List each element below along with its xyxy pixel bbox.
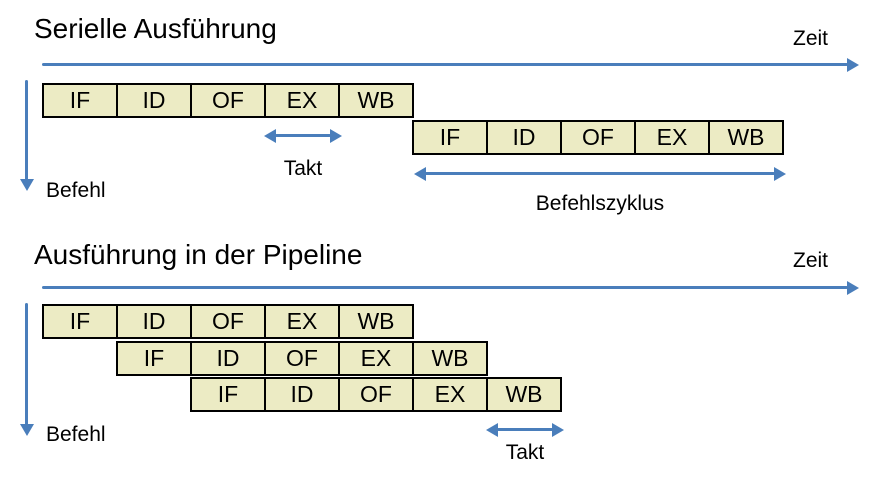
serial-row2-cell-if: IF [412,120,488,155]
pipeline-row1-cell-wb: WB [338,304,414,339]
pipeline-row2-cell-ex: EX [338,341,414,376]
serial-row2-cell-of: OF [560,120,636,155]
pipeline-title: Ausführung in der Pipeline [34,239,363,270]
pipeline-row3-cell-id: ID [264,377,340,412]
serial-instruction1-row: IF ID OF EX WB [42,83,414,118]
pipeline-takt-label: Takt [505,441,545,464]
befehlszyklus-label: Befehlszyklus [535,192,665,215]
serial-takt-arrow [264,128,342,143]
pipeline-time-axis-arrow [42,280,859,295]
serial-row1-cell-of: OF [190,83,266,118]
serial-row1-cell-if: IF [42,83,118,118]
serial-row2-cell-wb: WB [708,120,784,155]
pipeline-row2-cell-if: IF [116,341,192,376]
pipeline-zeit-label: Zeit [793,249,829,272]
pipeline-instruction-axis-arrow [19,303,34,436]
serial-row1-cell-wb: WB [338,83,414,118]
pipeline-instruction1-row: IF ID OF EX WB [42,304,414,339]
arrowhead-right-icon [774,166,786,181]
serial-befehl-label: Befehl [46,179,106,202]
arrowhead-right-icon [552,422,564,437]
pipeline-row1-cell-ex: EX [264,304,340,339]
serial-instruction-axis-arrow [19,80,34,191]
pipeline-instruction3-row: IF ID OF EX WB [190,377,562,412]
pipeline-takt-arrow [486,422,564,437]
pipeline-befehl-label: Befehl [46,423,106,446]
arrowhead-right-icon [847,57,859,72]
pipeline-row2-cell-wb: WB [412,341,488,376]
serial-time-axis-arrow [42,57,859,72]
serial-zeit-label: Zeit [793,27,829,50]
serial-row2-cell-ex: EX [634,120,710,155]
arrowhead-left-icon [414,166,426,181]
pipeline-row3-cell-of: OF [338,377,414,412]
serial-title: Serielle Ausführung [34,13,277,44]
arrowhead-down-icon [19,179,34,191]
pipeline-row1-cell-if: IF [42,304,118,339]
befehlszyklus-arrow [414,166,786,181]
arrowhead-right-icon [330,128,342,143]
arrowhead-left-icon [486,422,498,437]
serial-instruction2-row: IF ID OF EX WB [412,120,784,155]
arrowhead-right-icon [847,280,859,295]
serial-takt-label: Takt [283,157,323,180]
pipeline-row3-cell-if: IF [190,377,266,412]
pipeline-row2-cell-of: OF [264,341,340,376]
pipeline-row2-cell-id: ID [190,341,266,376]
arrowhead-down-icon [19,424,34,436]
serial-row1-cell-ex: EX [264,83,340,118]
arrowhead-left-icon [264,128,276,143]
serial-row1-cell-id: ID [116,83,192,118]
serial-row2-cell-id: ID [486,120,562,155]
pipeline-row3-cell-wb: WB [486,377,562,412]
pipeline-instruction2-row: IF ID OF EX WB [116,341,488,376]
pipeline-row1-cell-id: ID [116,304,192,339]
pipeline-row1-cell-of: OF [190,304,266,339]
pipeline-row3-cell-ex: EX [412,377,488,412]
